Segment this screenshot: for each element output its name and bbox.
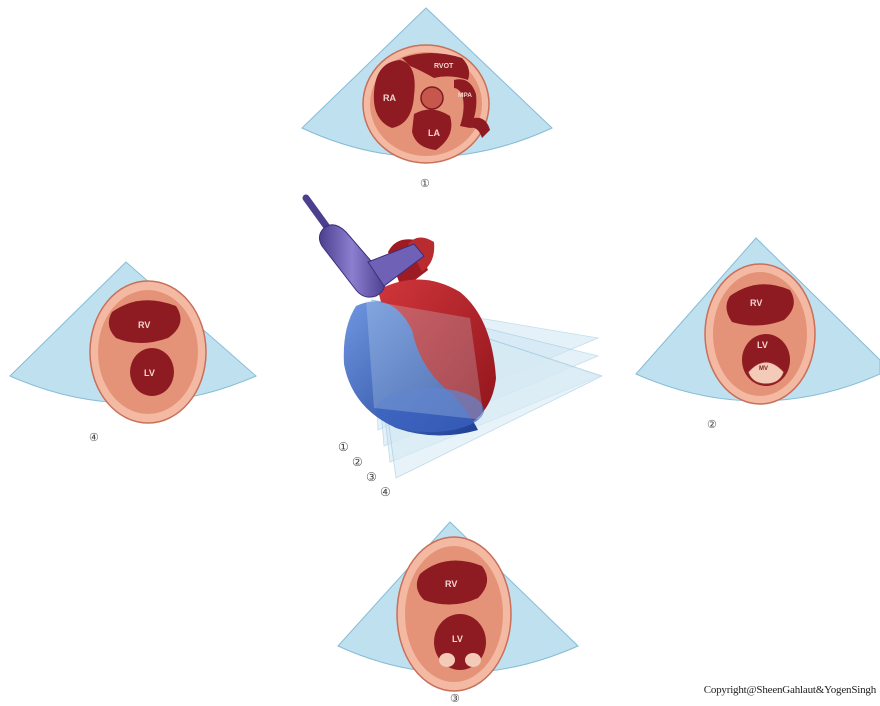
label-mv-2: MV <box>759 366 768 372</box>
label-lv-4: LV <box>144 368 155 378</box>
label-rv-3: RV <box>445 579 457 589</box>
label-la: LA <box>428 128 440 138</box>
view-3-marker: ③ <box>450 693 460 705</box>
copyright-text: Copyright@SheenGahlaut&YogenSingh <box>704 684 876 696</box>
label-rvot: RVOT <box>434 63 454 70</box>
view-1-marker: ① <box>420 178 430 190</box>
probe-marker-2: ② <box>352 455 363 469</box>
view-3: RV LV ③ <box>338 522 578 705</box>
probe-marker-3: ③ <box>366 470 377 484</box>
probe-position-markers: ① ② ③ ④ <box>338 440 391 499</box>
view-2: RV LV MV ② <box>636 238 880 431</box>
transparent-plane <box>366 300 484 420</box>
view-1: RA RVOT MPA LA ① <box>302 8 552 190</box>
label-lv-2: LV <box>757 340 768 350</box>
label-lv-3: LV <box>452 634 463 644</box>
heart-probe-illustration <box>306 198 602 478</box>
label-rv-4: RV <box>138 320 150 330</box>
label-rv-2: RV <box>750 298 762 308</box>
aortic-valve <box>421 87 443 109</box>
papillary-muscle-left <box>439 653 455 667</box>
label-ra: RA <box>383 93 396 103</box>
view-4-marker: ④ <box>89 432 99 444</box>
label-mpa: MPA <box>458 92 472 99</box>
view-2-marker: ② <box>707 419 717 431</box>
papillary-muscle-right <box>465 653 481 667</box>
probe-marker-4: ④ <box>380 485 391 499</box>
view-4: RV LV ④ <box>10 262 256 444</box>
probe-marker-1: ① <box>338 440 349 454</box>
